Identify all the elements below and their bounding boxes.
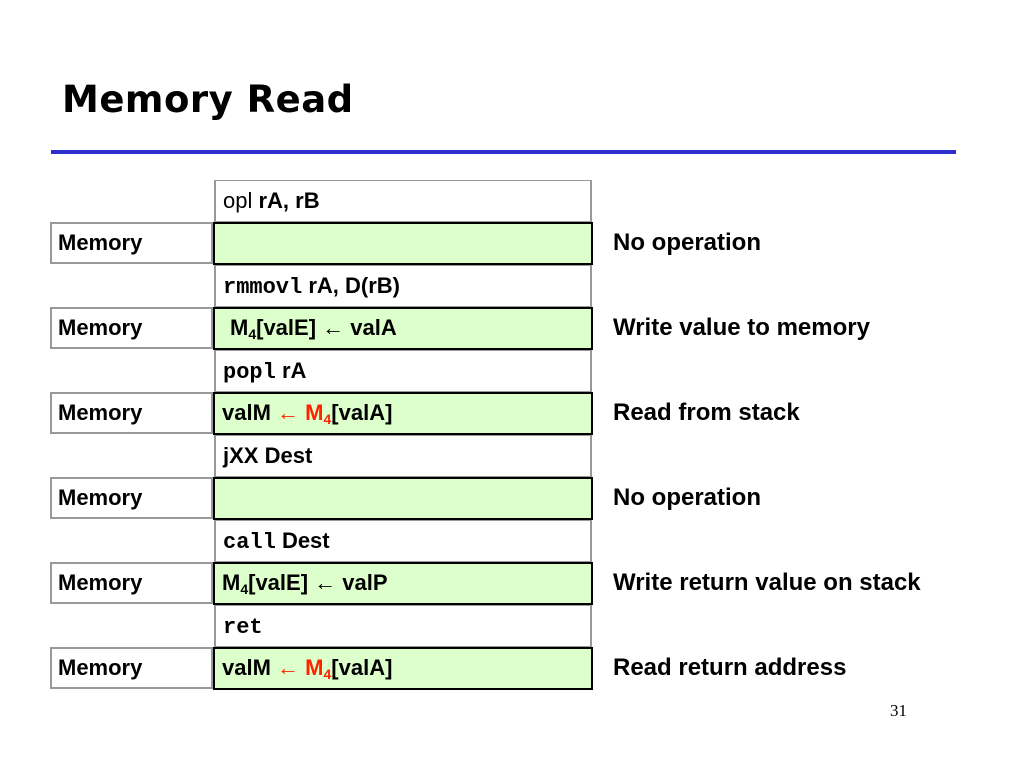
stage-description: No operation xyxy=(613,484,761,511)
instruction-row-call: call Dest xyxy=(0,520,1024,563)
stage-row: Memory No operation xyxy=(0,477,1024,520)
instruction-row-opl: opl rA, rB xyxy=(0,180,1024,223)
stage-label: Memory xyxy=(50,562,213,604)
stage-label: Memory xyxy=(50,647,213,689)
stage-label: Memory xyxy=(50,307,213,349)
action-lhs: valM xyxy=(222,400,271,425)
stage-label: Memory xyxy=(50,392,213,434)
memory-ref: M4 xyxy=(305,655,332,682)
memory-address: [valA] xyxy=(331,655,393,680)
instruction-cell: call Dest xyxy=(214,520,592,562)
stage-action-cell xyxy=(213,222,593,265)
memory-ref: M4 xyxy=(305,400,332,427)
instruction-cell: opl rA, rB xyxy=(214,180,592,222)
instruction-args: Dest xyxy=(281,528,330,553)
instruction-cell: popl rA xyxy=(214,350,592,392)
stage-description: Write return value on stack xyxy=(613,569,921,596)
instruction-mnemonic: opl xyxy=(223,188,253,213)
instruction-cell: ret xyxy=(214,605,592,647)
instruction-mnemonic: jXX xyxy=(223,443,259,468)
stage-row: Memory M4[valE] ← valA Write value to me… xyxy=(0,307,1024,350)
arrow-icon: ← xyxy=(322,315,345,340)
instruction-args: rA, rB xyxy=(258,188,320,213)
stage-action-cell: M4[valE] ← valA xyxy=(213,307,593,350)
stage-description: Write value to memory xyxy=(613,314,870,341)
action-rhs: valA xyxy=(350,315,397,340)
action-lhs: valM xyxy=(222,655,271,680)
stage-description: Read from stack xyxy=(613,399,800,426)
stage-action-cell: M4[valE] ← valP xyxy=(213,562,593,605)
stage-label: Memory xyxy=(50,222,213,264)
stage-description: No operation xyxy=(613,229,761,256)
stage-action-cell: valM ← M4[valA] xyxy=(213,647,593,690)
arrow-icon: ← xyxy=(277,400,300,425)
instruction-args: rA xyxy=(281,358,307,383)
instruction-cell: jXX Dest xyxy=(214,435,592,477)
stage-description: Read return address xyxy=(613,654,847,681)
instruction-mnemonic: ret xyxy=(223,615,263,640)
page-number: 31 xyxy=(890,701,907,720)
title-rule xyxy=(51,150,956,154)
instruction-args: rA, D(rB) xyxy=(308,273,401,298)
arrow-icon: ← xyxy=(277,655,300,680)
arrow-icon: ← xyxy=(314,570,337,595)
instruction-row-jxx: jXX Dest xyxy=(0,435,1024,478)
instruction-row-rmmovl: rmmovl rA, D(rB) xyxy=(0,265,1024,308)
stage-action-cell: valM ← M4[valA] xyxy=(213,392,593,435)
slide-title: Memory Read xyxy=(62,78,354,121)
instruction-cell: rmmovl rA, D(rB) xyxy=(214,265,592,307)
stage-row: Memory valM ← M4[valA] Read return addre… xyxy=(0,647,1024,690)
memory-address: [valA] xyxy=(331,400,393,425)
instruction-args: Dest xyxy=(264,443,313,468)
stage-action-cell xyxy=(213,477,593,520)
action-rhs: valP xyxy=(342,570,388,595)
instruction-mnemonic: rmmovl xyxy=(223,275,303,300)
stage-row: Memory valM ← M4[valA] Read from stack xyxy=(0,392,1024,435)
instruction-mnemonic: call xyxy=(223,530,276,555)
stage-label: Memory xyxy=(50,477,213,519)
memory-ref: M4[valE] xyxy=(222,570,309,597)
stage-row: Memory No operation xyxy=(0,222,1024,265)
instruction-mnemonic: popl xyxy=(223,360,276,385)
instruction-row-popl: popl rA xyxy=(0,350,1024,393)
instruction-row-ret: ret xyxy=(0,605,1024,648)
stage-row: Memory M4[valE] ← valP Write return valu… xyxy=(0,562,1024,605)
memory-ref: M4[valE] xyxy=(230,315,317,342)
